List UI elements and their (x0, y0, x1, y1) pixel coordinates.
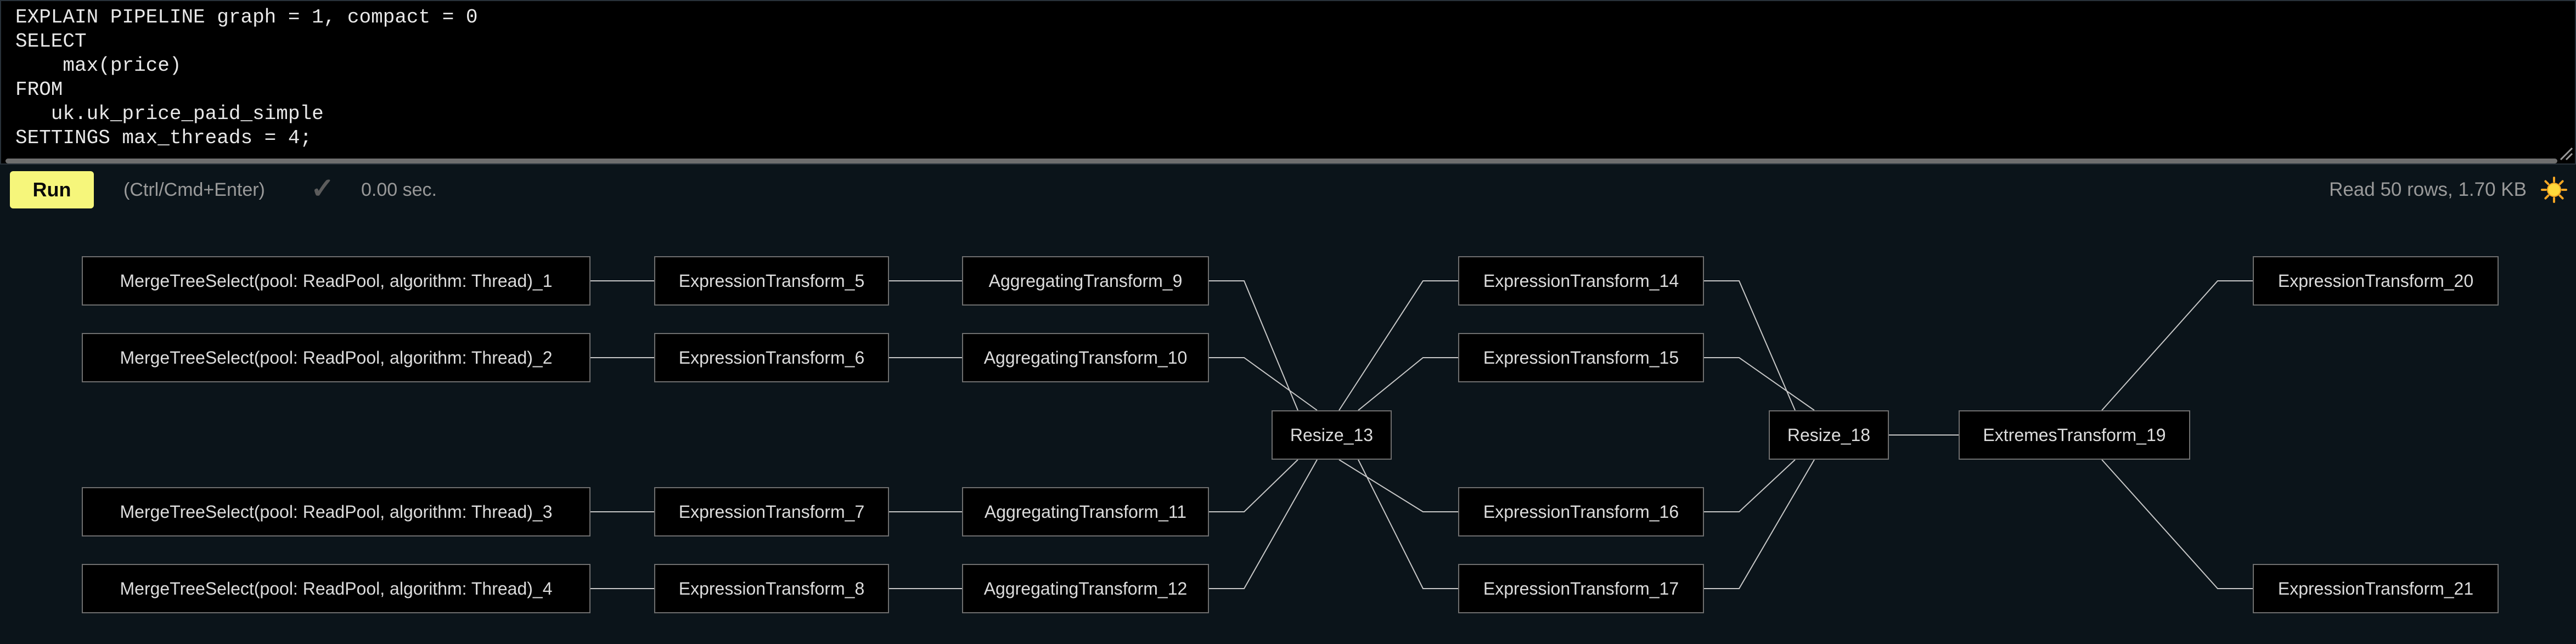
run-button[interactable]: Run (10, 171, 94, 208)
toolbar: Run (Ctrl/Cmd+Enter) ✓ 0.00 sec. Read 50… (0, 165, 2576, 225)
sun-icon (2541, 177, 2567, 203)
pipeline-node-ExpressionTransform_14: ExpressionTransform_14 (1458, 256, 1704, 306)
pipeline-node-AggregatingTransform_10: AggregatingTransform_10 (962, 333, 1209, 382)
pipeline-edge (1209, 357, 1318, 411)
resize-grip-icon[interactable] (2557, 145, 2573, 160)
pipeline-edge (1704, 280, 1796, 411)
sql-code[interactable]: EXPLAIN PIPELINE graph = 1, compact = 0 … (15, 6, 478, 149)
pipeline-node-AggregatingTransform_12: AggregatingTransform_12 (962, 564, 1209, 613)
sql-editor[interactable]: EXPLAIN PIPELINE graph = 1, compact = 0 … (0, 0, 2576, 165)
pipeline-node-ExpressionTransform_16: ExpressionTransform_16 (1458, 487, 1704, 536)
read-stats: Read 50 rows, 1.70 KB (2329, 179, 2527, 200)
pipeline-node-ExpressionTransform_5: ExpressionTransform_5 (654, 256, 889, 306)
pipeline-node-ExpressionTransform_7: ExpressionTransform_7 (654, 487, 889, 536)
pipeline-node-MergeTreeSelect(pool: ReadPool, algorithm: Thread)_1: MergeTreeSelect(pool: ReadPool, algorith… (82, 256, 590, 306)
pipeline-node-ExpressionTransform_6: ExpressionTransform_6 (654, 333, 889, 382)
pipeline-node-ExpressionTransform_17: ExpressionTransform_17 (1458, 564, 1704, 613)
pipeline-node-ExtremesTransform_19: ExtremesTransform_19 (1959, 410, 2190, 460)
success-check-icon: ✓ (311, 173, 335, 205)
pipeline-edge (1209, 459, 1298, 512)
pipeline-edge (1704, 357, 1815, 411)
pipeline-node-Resize_13: Resize_13 (1272, 410, 1392, 460)
pipeline-edge (1358, 459, 1458, 589)
pipeline-edge (1209, 280, 1298, 411)
pipeline-node-AggregatingTransform_11: AggregatingTransform_11 (962, 487, 1209, 536)
theme-toggle-button[interactable] (2541, 177, 2567, 203)
pipeline-node-MergeTreeSelect(pool: ReadPool, algorithm: Thread)_3: MergeTreeSelect(pool: ReadPool, algorith… (82, 487, 590, 536)
pipeline-node-ExpressionTransform_15: ExpressionTransform_15 (1458, 333, 1704, 382)
status-right: Read 50 rows, 1.70 KB (2329, 165, 2567, 215)
pipeline-node-ExpressionTransform_20: ExpressionTransform_20 (2253, 256, 2499, 306)
pipeline-node-AggregatingTransform_9: AggregatingTransform_9 (962, 256, 1209, 306)
elapsed-time: 0.00 sec. (361, 179, 437, 200)
pipeline-edge (1358, 357, 1458, 411)
pipeline-edge (2101, 459, 2253, 589)
shortcut-hint: (Ctrl/Cmd+Enter) (123, 179, 265, 200)
pipeline-edge (2101, 280, 2253, 411)
pipeline-node-MergeTreeSelect(pool: ReadPool, algorithm: Thread)_4: MergeTreeSelect(pool: ReadPool, algorith… (82, 564, 590, 613)
pipeline-edge (1704, 459, 1796, 512)
pipeline-node-ExpressionTransform_8: ExpressionTransform_8 (654, 564, 889, 613)
pipeline-edge (1209, 459, 1318, 589)
pipeline-node-MergeTreeSelect(pool: ReadPool, algorithm: Thread)_2: MergeTreeSelect(pool: ReadPool, algorith… (82, 333, 590, 382)
pipeline-edge (1704, 459, 1815, 589)
pipeline-edge (1338, 280, 1458, 411)
pipeline-node-ExpressionTransform_21: ExpressionTransform_21 (2253, 564, 2499, 613)
pipeline-node-Resize_18: Resize_18 (1769, 410, 1889, 460)
editor-horizontal-scrollbar[interactable] (5, 159, 2557, 163)
pipeline-edge (1338, 459, 1458, 512)
